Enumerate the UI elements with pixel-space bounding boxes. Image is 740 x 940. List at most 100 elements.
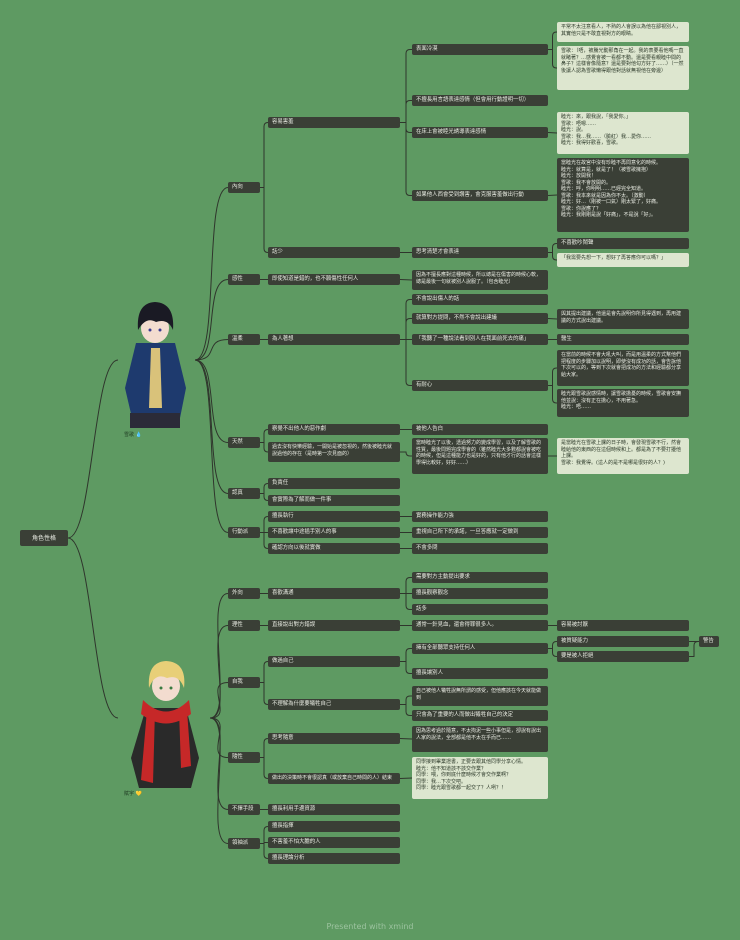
note-a4an: 被他人告白 [412, 424, 548, 435]
node-a5a[interactable]: 負責任 [268, 478, 400, 489]
node-b3[interactable]: 自我 [228, 677, 260, 688]
connector [194, 187, 229, 361]
node-a1a[interactable]: 容易害羞 [268, 117, 400, 128]
node-b1a2[interactable]: 擅長觀察觀念 [412, 588, 548, 599]
node-b3a2[interactable]: 擅長讓別人 [412, 668, 548, 679]
note-b2ann: 容易被討厭 [557, 620, 689, 631]
node-a4b[interactable]: 過去沒有快樂經驗，一開始是被忽視的，然後被睦光就說過他的存在（是時第一次見面的） [268, 442, 400, 462]
node-a6c[interactable]: 確認方向以後就實做 [268, 543, 400, 554]
connector [400, 577, 412, 594]
node-a4[interactable]: 天然 [228, 437, 260, 448]
node-a5b[interactable]: 會實際為了解而做一件事 [268, 495, 400, 506]
connector [548, 31, 557, 50]
connector [209, 682, 229, 719]
node-a1b[interactable]: 話少 [268, 247, 400, 258]
connector [209, 593, 229, 719]
connector [400, 648, 412, 662]
note-b4bn: 同學接到畢業證書，正要去跟其他同學分享心情。 睦光：他不知道該不該交作業？ 同學… [412, 757, 548, 799]
root-node[interactable]: 角色性格 [20, 530, 68, 546]
node-b1a[interactable]: 喜歡溝通 [268, 588, 400, 599]
note-a3a2n: 與其提出建議，他還是會先說明你所見得遇到，再用建議的方式說出建議。 [557, 309, 689, 329]
note-a1a1n2: 雪歌：（唔，被騰光動那角在一起。我的表要看他嗎一直就睹著？…感覺會被一看都不動。… [557, 46, 689, 90]
connector [399, 738, 413, 740]
connector [547, 132, 558, 134]
node-a1a3[interactable]: 在床上會被睦光誘導表達感情 [412, 127, 548, 138]
note-a1a3n: 睦光：來，跟我說，「我愛你。」 雪歌：唔嗯…… 睦光：說。 雪歌：我…我……（臉… [557, 112, 689, 154]
node-a3a2[interactable]: 就算對方提問，不然不會說出建議 [412, 313, 548, 324]
connector [260, 483, 269, 494]
connector [548, 641, 557, 649]
connector [67, 537, 119, 719]
node-b3a1n1: 被質疑能力 [557, 636, 689, 647]
node-b3a[interactable]: 做過自己 [268, 656, 400, 667]
node-b6[interactable]: 領袖派 [228, 838, 260, 849]
connector [260, 187, 269, 253]
connector [548, 252, 557, 261]
connector [260, 682, 269, 705]
note-a6cn: 不會多問 [412, 543, 548, 554]
node-a6b[interactable]: 不喜歡讓中途插手別人的事 [268, 527, 400, 538]
footer-credit: Presented with xmind [326, 922, 414, 931]
node-b3a1[interactable]: 擁有全部聽眾支持任何人 [412, 643, 548, 654]
node-a1a1[interactable]: 表面冷漠 [412, 44, 548, 55]
connector [260, 757, 269, 779]
connector [399, 279, 413, 281]
node-a4a[interactable]: 察覺不出他人的惡作劇 [268, 424, 400, 435]
node-a2a[interactable]: 即使知道是錯的，也不願傷性任何人 [268, 274, 400, 285]
node-a3a[interactable]: 為人著想 [268, 334, 400, 345]
node-b2a[interactable]: 直接說出對方錯誤 [268, 620, 400, 631]
node-a1a2[interactable]: 不擅長用言語表達感情（但會用行動證明一切） [412, 95, 548, 106]
node-a2[interactable]: 感性 [228, 274, 260, 285]
node-b1a1[interactable]: 需要對方主動提出要求 [412, 572, 548, 583]
connector [260, 429, 269, 443]
node-b4b[interactable]: 做出的決策時不會很認真（或放棄自己時間的人）結束 [268, 773, 400, 784]
character-fuyu-caption: 賦宇 💛 [124, 791, 142, 797]
connector [400, 451, 412, 457]
connector [194, 359, 229, 443]
node-a1a4[interactable]: 如果他人西會受到讚害，會克服害羞做出行動 [412, 190, 548, 201]
connector [547, 318, 558, 320]
connector [400, 49, 412, 123]
note-b4an: 因為思考過於隨意，不太拘泥一些小事但是，卻說有說出人家的說法，全部都是他不太在乎… [412, 726, 548, 752]
node-a1[interactable]: 內向 [228, 182, 260, 193]
node-b3a1n1n: 警告 [699, 636, 719, 647]
node-b4[interactable]: 隨性 [228, 752, 260, 763]
connector [260, 661, 269, 683]
node-b3b2[interactable]: 只會為了重要的人而做出犧牲自己的決定 [412, 710, 548, 721]
node-b1[interactable]: 外向 [228, 588, 260, 599]
note-a4bnn: 是當睦光在雪歌上課的日子時，會發現雪歌不行，然會睦給他的東西的在這個時候和上。都… [557, 438, 689, 474]
node-b6b[interactable]: 不害羞不怕大膽的人 [268, 837, 400, 848]
note-a1a4n: 當睦光在故宮中沒有珍睦不再問意化的時候。 睦光：就算是，就是了！（被雪歌擁抱） … [557, 158, 689, 232]
node-a3a1[interactable]: 不會說出傷人的話 [412, 294, 548, 305]
connector [209, 717, 229, 758]
node-b3b[interactable]: 不理解為什麼要犧牲自己 [268, 699, 400, 710]
node-a5[interactable]: 認真 [228, 488, 260, 499]
node-b4a[interactable]: 思考隨意 [268, 733, 400, 744]
node-b5[interactable]: 不擇手段 [228, 804, 260, 815]
node-a3a4[interactable]: 有耐心 [412, 380, 548, 391]
node-b5a[interactable]: 擅長利用手邊資源 [268, 804, 400, 815]
node-b3b1[interactable]: 自己被他人犧牲說無所謂的感受，但他應該在今天就能做到 [412, 686, 548, 706]
node-a3a3[interactable]: 「我聽了一種說法看到別人在我面前死去的痛」 [412, 334, 548, 345]
node-a1b1[interactable]: 思考清楚才會表達 [412, 247, 548, 258]
node-a6[interactable]: 行動派 [228, 527, 260, 538]
character-xuege-avatar [125, 302, 186, 428]
note-a3a4n2: 睦光跟雪歌說感情時，讓雪歌擔憂的時候，雪歌會安撫他並說：沒有正在擔心，不用著急。… [557, 389, 689, 417]
node-a6a[interactable]: 擅長執行 [268, 511, 400, 522]
node-b6a[interactable]: 擅長指揮 [268, 821, 400, 832]
connector [260, 532, 269, 549]
node-b1a3[interactable]: 話多 [412, 604, 548, 615]
node-b3a1n2: 要是被人拒絕 [557, 651, 689, 662]
connector [689, 641, 699, 657]
node-a3[interactable]: 溫柔 [228, 334, 260, 345]
connector [400, 299, 412, 340]
connector [209, 717, 229, 844]
node-b2[interactable]: 理性 [228, 620, 260, 631]
connector [400, 661, 412, 674]
connector [400, 593, 412, 610]
connector [548, 49, 557, 69]
node-b6c[interactable]: 擅長理論分析 [268, 853, 400, 864]
note-a1b1n2: 「我需要先想一下，想好了再答應你可以嗎？」 [557, 253, 689, 267]
character-xuege-caption: 雪歌 💧 [124, 432, 142, 438]
